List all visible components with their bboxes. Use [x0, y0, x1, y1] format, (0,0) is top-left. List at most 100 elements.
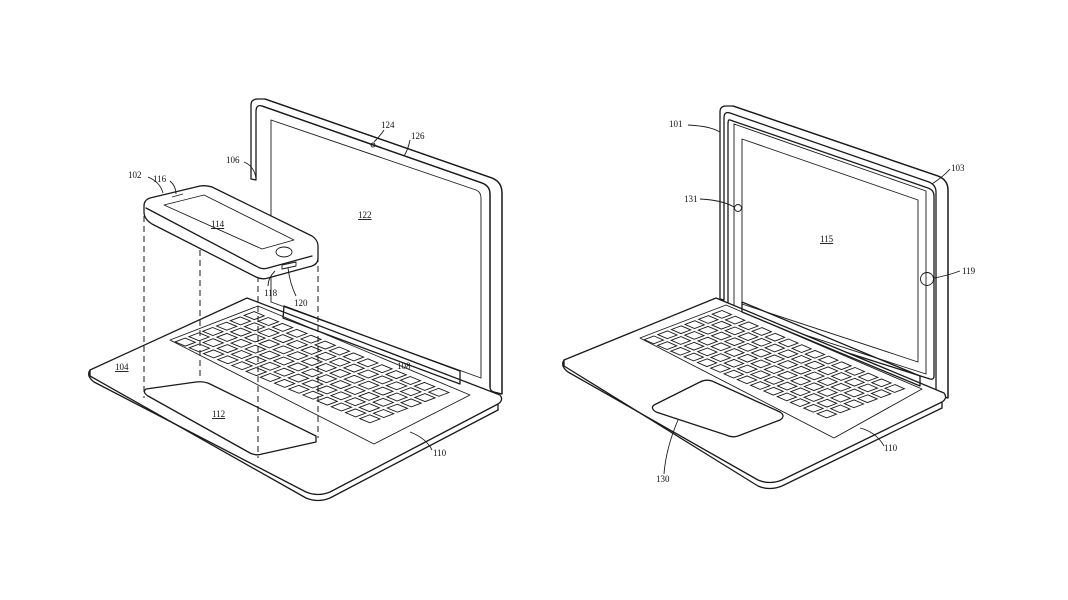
keyboard-key — [816, 377, 839, 386]
keyboard-key — [357, 380, 380, 390]
keyboard-key — [670, 325, 692, 335]
keyboard-key — [830, 361, 853, 371]
keyboard-key — [709, 353, 732, 362]
keyboard-key — [370, 364, 394, 374]
keyboard-key — [372, 409, 395, 418]
keyboard-key — [683, 331, 706, 340]
keyboard-key — [384, 370, 408, 380]
keyboard-key — [244, 355, 268, 365]
label-101: 101 — [669, 119, 683, 129]
phone-device — [143, 185, 319, 280]
keyboard-key — [856, 383, 879, 393]
keyboard-key — [258, 361, 282, 371]
keyboard-key — [244, 367, 268, 377]
keyboard-key — [696, 347, 719, 357]
keyboard-key — [371, 386, 395, 396]
keyboard-key — [315, 374, 338, 384]
keyboard-key — [802, 403, 825, 413]
keyboard-key — [803, 360, 826, 370]
label-112: 112 — [212, 409, 225, 419]
keyboard-key — [413, 381, 436, 391]
label-124: 124 — [381, 120, 395, 130]
laptop-display-lid — [250, 98, 503, 395]
keyboard-key — [723, 326, 746, 336]
keyboard-key — [722, 369, 745, 379]
keyboard-key — [710, 310, 733, 319]
laptop-keyboard-right — [639, 304, 923, 439]
keyboard-key — [763, 365, 786, 374]
keyboard-key — [790, 344, 813, 353]
keyboard-key — [737, 332, 760, 341]
keyboard-key — [385, 381, 408, 391]
keyboard-key — [697, 325, 719, 335]
label-130: 130 — [656, 474, 670, 484]
keyboard-key — [802, 393, 825, 402]
keyboard-key — [763, 343, 786, 353]
keyboard-key — [229, 338, 253, 348]
keyboard-key — [642, 335, 665, 345]
keyboard-key — [343, 397, 367, 407]
keyboard-key — [328, 346, 351, 356]
keyboard-key — [315, 396, 339, 406]
keyboard-key — [776, 370, 799, 380]
keyboard-key — [790, 355, 813, 364]
keyboard-key — [230, 350, 253, 359]
keyboard-key — [328, 368, 352, 378]
keyboard-key — [816, 388, 839, 397]
keyboard-key — [201, 327, 225, 336]
keyboard-key — [215, 321, 238, 331]
keyboard-key — [399, 398, 423, 408]
label-114: 114 — [211, 219, 225, 229]
keyboard-key — [242, 311, 266, 321]
keyboard-key — [830, 372, 853, 381]
keyboard-key — [749, 370, 772, 380]
keyboard-key — [683, 341, 705, 351]
keyboard-key — [843, 367, 866, 376]
keyboard-key — [710, 342, 732, 352]
keyboard-key — [257, 328, 281, 338]
label-106: 106 — [226, 155, 240, 165]
left-laptop-figure: 102 116 106 124 126 114 122 118 120 104 … — [88, 98, 503, 502]
keyboard-key — [843, 399, 865, 409]
keyboard-key — [817, 355, 840, 365]
leader-lines-right — [663, 124, 961, 475]
keyboard-key — [804, 349, 826, 359]
keyboard-key — [817, 366, 839, 376]
label-108: 108 — [397, 361, 411, 371]
keyboard-key — [762, 376, 785, 385]
keyboard-key — [829, 393, 852, 403]
right-laptop-figure: 101 131 103 115 119 110 130 — [562, 105, 976, 490]
keyboard-key — [216, 355, 240, 365]
laptop-base-right — [562, 297, 947, 490]
keyboard-key — [399, 387, 423, 397]
keyboard-key — [777, 338, 800, 348]
keyboard-key — [870, 389, 893, 398]
keyboard-key — [273, 378, 296, 388]
keyboard-key — [724, 315, 747, 325]
laptop-keyboard — [169, 305, 471, 445]
keyboard-key — [272, 356, 296, 366]
keyboard-key — [285, 340, 309, 349]
keyboard-keys — [642, 310, 906, 419]
keyboard-key — [696, 336, 719, 346]
keyboard-key — [413, 393, 437, 403]
keyboard-key — [736, 375, 758, 385]
keyboard-key — [287, 373, 310, 383]
keyboard-key — [829, 404, 852, 414]
keyboard-key — [736, 364, 759, 374]
keyboard-key — [750, 327, 773, 336]
laptop-display-lid-right — [719, 105, 949, 399]
keyboard-key — [271, 334, 295, 344]
keyboard-key — [803, 382, 825, 392]
keyboard-key — [356, 369, 380, 379]
keyboard-key — [710, 320, 733, 330]
keyboard-key — [750, 348, 773, 358]
keyboard-key — [258, 350, 281, 360]
label-131: 131 — [684, 194, 698, 204]
label-118: 118 — [264, 288, 278, 298]
keyboard-key — [790, 365, 812, 375]
keyboard-key — [427, 387, 451, 397]
keyboard-key — [750, 337, 773, 347]
label-115: 115 — [820, 234, 834, 244]
